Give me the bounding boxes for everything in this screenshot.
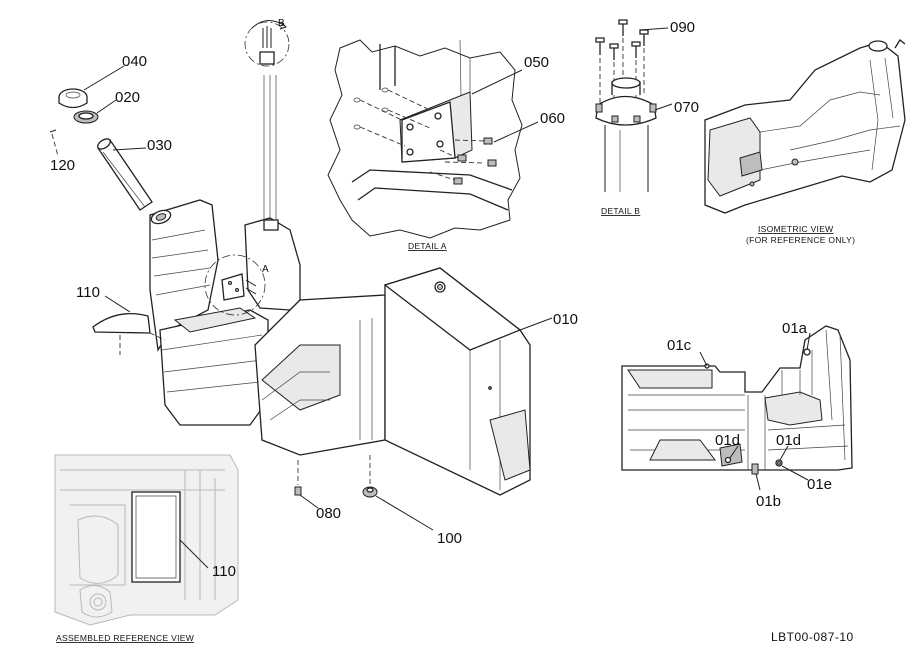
cap-gasket-020[interactable] [73,110,99,124]
caption-assembled-reference-view: ASSEMBLED REFERENCE VIEW [56,633,194,643]
callout-01d-left[interactable]: 01d [715,432,740,449]
fuel-cap-040[interactable] [58,88,88,109]
callout-100[interactable]: 100 [437,530,462,547]
shield-plate-110[interactable] [92,313,151,334]
callout-01c[interactable]: 01c [667,337,692,354]
caption-isometric-view: ISOMETRIC VIEW [758,224,834,234]
callout-040[interactable]: 040 [122,53,147,70]
callout-010[interactable]: 010 [553,311,578,328]
callout-030[interactable]: 030 [147,137,172,154]
callout-01a[interactable]: 01a [782,320,808,337]
callout-01e[interactable]: 01e [807,476,832,493]
callout-080[interactable]: 080 [316,505,341,522]
side-view-components[interactable] [621,325,853,475]
drawing-code: LBT00-087-10 [771,630,854,644]
callout-120[interactable]: 120 [50,157,75,174]
caption-reference-only: (FOR REFERENCE ONLY) [746,235,855,245]
filler-hose-030[interactable] [96,137,153,211]
callout-050[interactable]: 050 [524,54,549,71]
detail-b-label: B [278,18,285,29]
nut-100[interactable] [362,455,378,498]
detail-a-marker[interactable] [204,254,266,316]
callout-01b[interactable]: 01b [756,493,781,510]
callout-060[interactable]: 060 [540,110,565,127]
screw-090-group[interactable] [595,19,649,60]
callout-01d-right[interactable]: 01d [776,432,801,449]
isometric-view[interactable] [704,39,906,214]
callout-090[interactable]: 090 [670,19,695,36]
caption-detail-b: DETAIL B [601,206,640,216]
callout-110[interactable]: 110 [76,284,100,301]
detail-b-marker[interactable] [244,20,290,67]
callout-070[interactable]: 070 [674,99,699,116]
main-tank-assembly[interactable] [149,199,531,496]
detail-a-view[interactable] [327,39,523,239]
caption-detail-a: DETAIL A [408,241,447,251]
assembled-reference-view [54,454,239,626]
detail-b-view[interactable] [595,19,657,192]
drain-plug-080[interactable] [294,460,302,496]
callout-020[interactable]: 020 [115,89,140,106]
detail-a-label: A [262,264,269,275]
callout-110-reference[interactable]: 110 [212,563,236,580]
